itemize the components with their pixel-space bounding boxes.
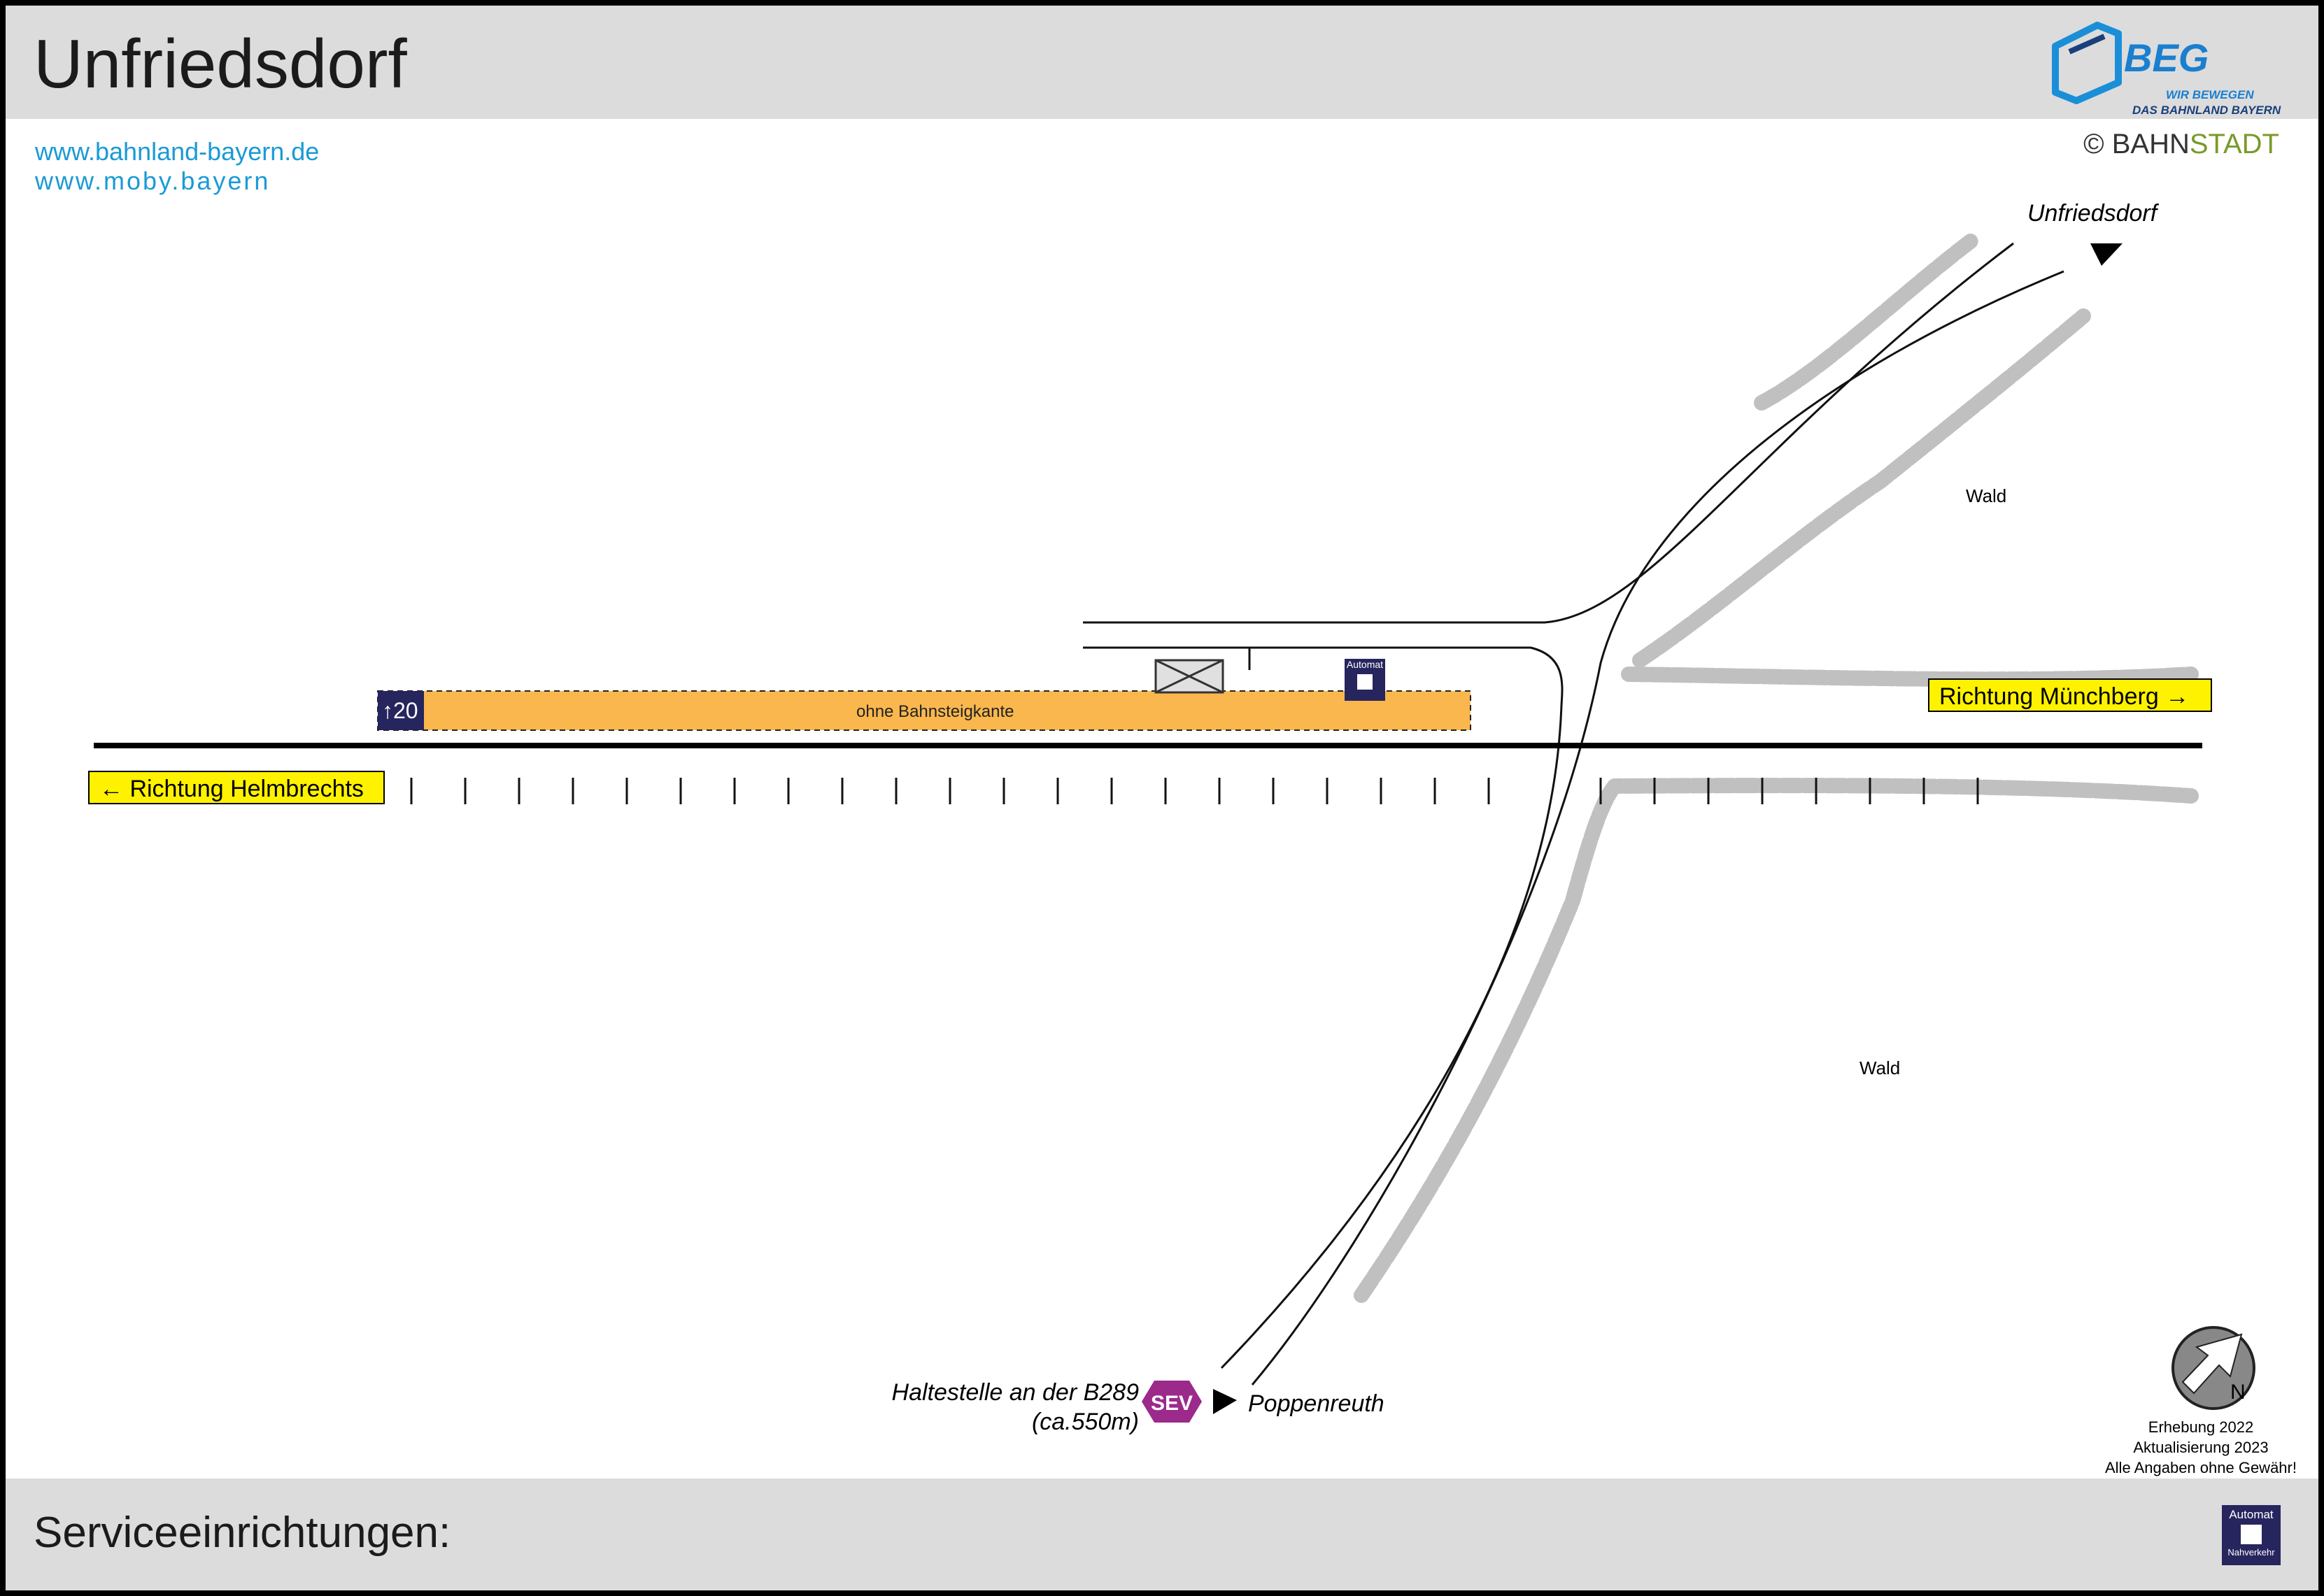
road-north-edge-2 — [1083, 646, 1564, 706]
beg-logo-text: BEG — [2124, 36, 2209, 80]
platform-label: ohne Bahnsteigkante — [856, 702, 1014, 721]
copyright-bahnstadt: © BAHNSTADT — [2083, 129, 2279, 160]
shelter-icon — [1154, 659, 1224, 694]
survey-info: Erhebung 2022 Aktualisierung 2023 Alle A… — [2096, 1417, 2306, 1478]
copyright-symbol: © — [2083, 129, 2104, 159]
arrow-left-icon: ← — [99, 776, 123, 802]
roads — [1083, 242, 2064, 1385]
direction-muenchberg: Richtung Münchberg → — [1928, 678, 2212, 712]
arrow-unfriedsdorf-icon — [2090, 243, 2123, 266]
arrow-right-icon: → — [2165, 683, 2190, 710]
beg-logo-icon — [2052, 22, 2122, 104]
station-map: SEV N — [94, 233, 2255, 1423]
sev-badge-icon — [1142, 1381, 1202, 1423]
beg-tagline-2: DAS BAHNLAND BAYERN — [2132, 104, 2281, 117]
up-arrow-icon: ↑ — [382, 698, 393, 723]
forest-strip-north-west — [1754, 233, 1979, 411]
road-label-poppenreuth: Poppenreuth — [1248, 1390, 1384, 1417]
bus-stop-line2: (ca.550m) — [1031, 1409, 1139, 1435]
sev-badge-text: SEV — [1151, 1392, 1193, 1415]
direction-muenchberg-text: Richtung Münchberg — [1939, 683, 2159, 710]
road-main-west-edge — [1220, 704, 1563, 1369]
road-north-edge-1 — [1083, 242, 2014, 624]
bus-stop-label: Haltestelle an der B289 (ca.550m) — [887, 1378, 1139, 1437]
arrow-poppenreuth-icon — [1213, 1389, 1237, 1414]
ticket-machine-icon: Automat — [1345, 659, 1385, 701]
copyright-bahn: BAHN — [2111, 129, 2190, 159]
bus-stop-line1: Haltestelle an der B289 — [891, 1379, 1139, 1406]
track-ticks — [410, 778, 1979, 804]
road-label-unfriedsdorf: Unfriedsdorf — [2027, 200, 2158, 227]
north-arrow-icon — [2171, 1326, 2255, 1410]
survey-line1: Erhebung 2022 — [2148, 1418, 2254, 1436]
forest-label-south: Wald — [1859, 1057, 1901, 1078]
ticket-machine-label: Automat — [1346, 659, 1384, 670]
beg-tagline-1: WIR BEWEGEN — [2166, 88, 2254, 101]
platform-height-value: 20 — [393, 698, 418, 723]
survey-line2: Aktualisierung 2023 — [2133, 1439, 2269, 1456]
direction-helmbrechts: ← Richtung Helmbrechts — [88, 771, 385, 804]
road-main-east-edge — [1251, 270, 2064, 1385]
service-icon-label-top: Automat — [2229, 1508, 2274, 1521]
platform — [377, 690, 1471, 731]
forest-strip-south — [1354, 778, 2199, 1303]
station-title: Unfriedsdorf — [34, 25, 407, 102]
service-ticket-machine-icon: Automat Nahverkehr — [2222, 1505, 2281, 1565]
link-moby-bayern[interactable]: www.moby.bayern — [35, 166, 271, 195]
north-arrow-letter: N — [2230, 1381, 2246, 1404]
header-bar: Unfriedsdorf — [6, 6, 2318, 119]
forest-strips — [1354, 233, 2199, 1303]
platform-height-marker: ↑20 — [378, 691, 424, 730]
survey-line3: Alle Angaben ohne Gewähr! — [2105, 1459, 2297, 1476]
direction-helmbrechts-text: Richtung Helmbrechts — [129, 776, 364, 802]
copyright-stadt: STADT — [2189, 129, 2279, 159]
footer-bar: Serviceeinrichtungen: Automat Nahverkehr — [6, 1479, 2318, 1590]
service-icon-label-bottom: Nahverkehr — [2227, 1547, 2275, 1558]
service-title: Serviceeinrichtungen: — [34, 1509, 451, 1557]
forest-label-north: Wald — [1966, 485, 2007, 506]
forest-strip-north-east — [1632, 308, 2091, 668]
link-bahnland-bayern[interactable]: www.bahnland-bayern.de — [35, 137, 320, 166]
forest-strip-east — [1621, 667, 2199, 687]
